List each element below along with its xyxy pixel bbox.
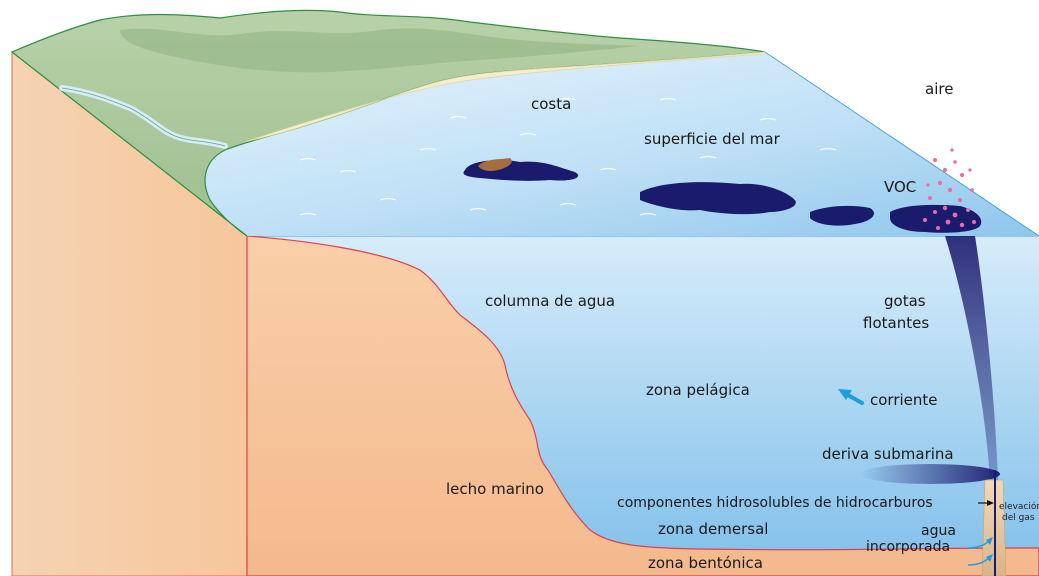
subsea-drift-plume xyxy=(860,464,1000,484)
label-deriva: deriva submarina xyxy=(822,447,954,462)
label-bentonica: zona bentónica xyxy=(648,556,763,571)
label-pelagica: zona pelágica xyxy=(646,383,750,398)
label-voc: VOC xyxy=(884,180,916,195)
label-elevacion: elevación xyxy=(999,503,1039,512)
label-incorporada: incorporada xyxy=(866,540,950,554)
label-agua: agua xyxy=(921,524,956,538)
label-gotas: gotas xyxy=(884,294,926,309)
label-componentes: componentes hidrosolubles de hidrocarbur… xyxy=(617,496,933,510)
label-corriente: corriente xyxy=(870,393,938,408)
label-costa: costa xyxy=(531,97,571,112)
label-lecho: lecho marino xyxy=(446,482,544,497)
label-aire: aire xyxy=(925,82,953,97)
label-columna: columna de agua xyxy=(485,294,615,309)
label-del-gas: del gas xyxy=(1002,514,1035,523)
label-demersal: zona demersal xyxy=(658,522,768,537)
label-flotantes: flotantes xyxy=(863,316,929,331)
label-superficie: superficie del mar xyxy=(644,132,780,147)
